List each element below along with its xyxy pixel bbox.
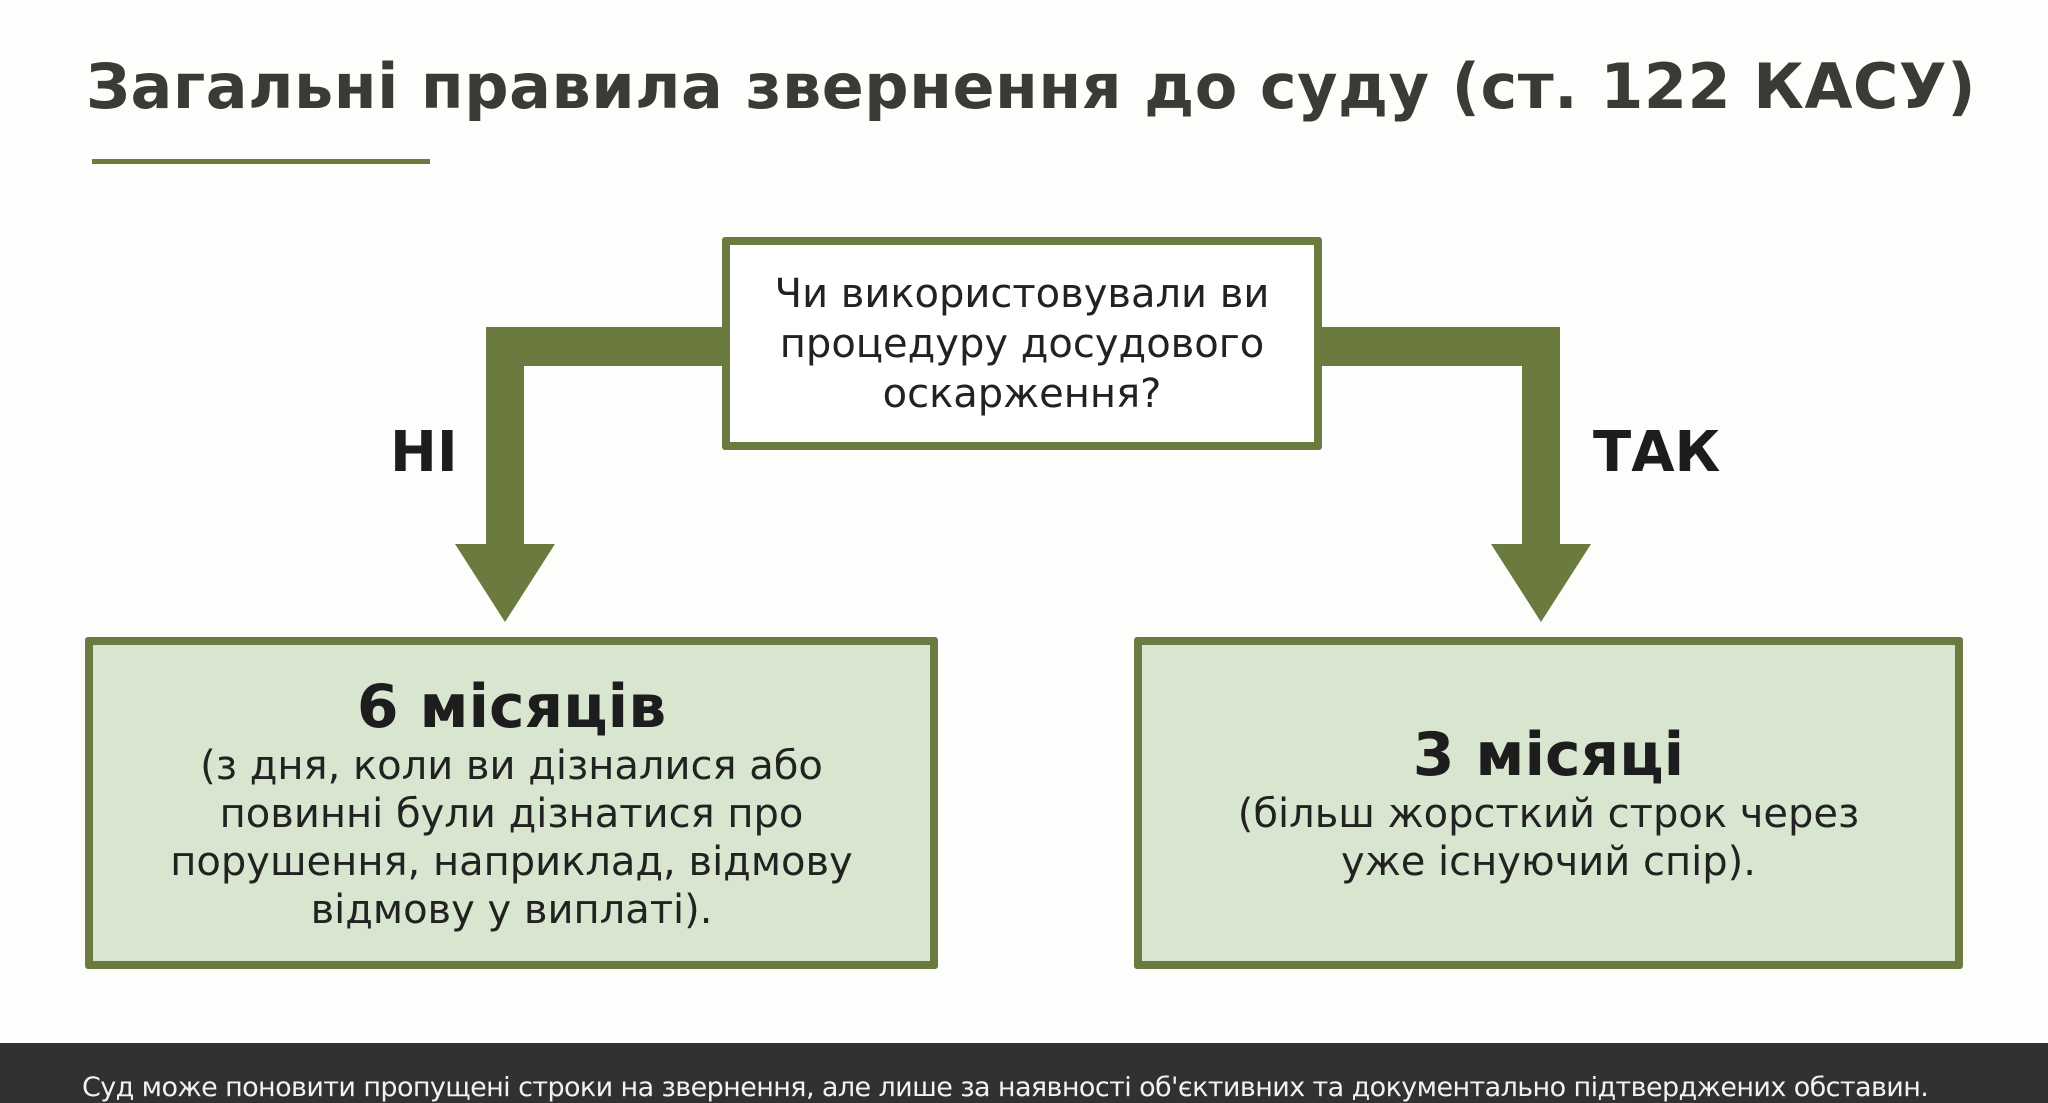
question-text: Чи використовували ви процедуру досудово…: [774, 270, 1270, 417]
footer-note: Суд може поновити пропущені строки на зв…: [82, 1072, 1929, 1103]
footer-bar: Суд може поновити пропущені строки на зв…: [0, 1043, 2048, 1103]
result-description-three-months: (більш жорсткий строк через уже існуючий…: [1237, 791, 1860, 885]
page-title: Загальні правила звернення до суду (ст. …: [86, 50, 1977, 123]
result-box-three-months: 3 місяці (більш жорсткий строк через уже…: [1134, 637, 1963, 969]
arrow-to-no-branch: [455, 327, 722, 622]
result-description-six-months: (з дня, коли ви дізналися або повинні бу…: [170, 743, 853, 933]
arrow-to-yes-branch: [1322, 327, 1591, 622]
result-box-six-months: 6 місяців (з дня, коли ви дізналися або …: [85, 637, 938, 969]
question-box: Чи використовували ви процедуру досудово…: [722, 237, 1322, 450]
branch-label-yes: ТАК: [1593, 420, 1721, 485]
result-heading-three-months: 3 місяці: [1412, 720, 1685, 790]
branch-label-no: НІ: [390, 420, 458, 485]
title-underline: [92, 159, 430, 164]
result-heading-six-months: 6 місяців: [356, 672, 667, 742]
